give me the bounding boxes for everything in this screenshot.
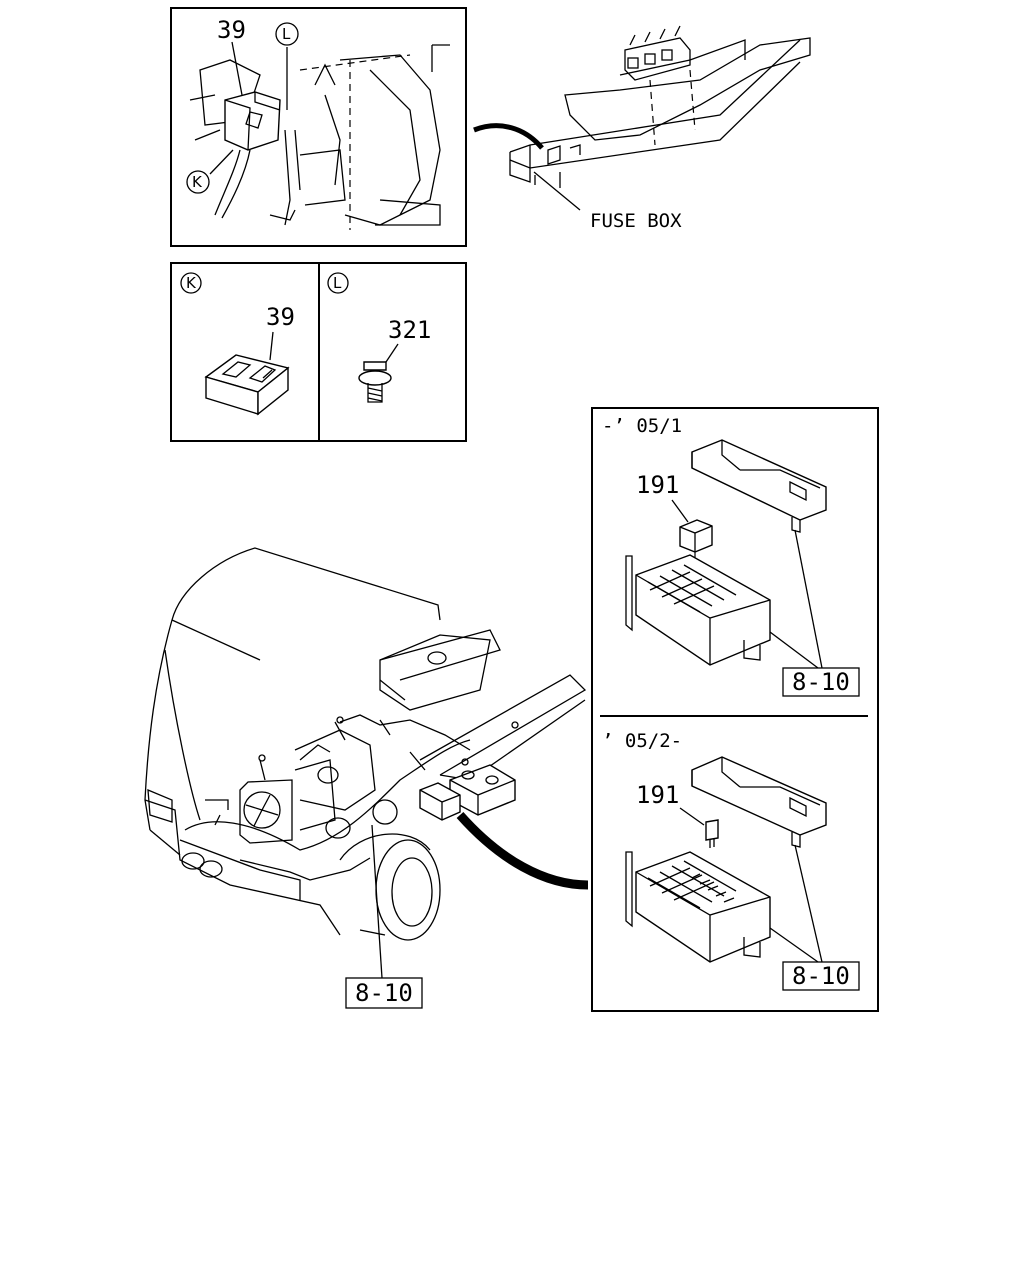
callout-circle-k bbox=[186, 170, 210, 194]
callout-circle-l bbox=[275, 22, 299, 46]
ref-lower-8-10: 8-10 bbox=[792, 962, 850, 990]
pointer-arrow-top bbox=[473, 123, 544, 150]
variant-upper-range: -’ 05/1 bbox=[602, 415, 682, 437]
panel-letter-l: L bbox=[333, 274, 342, 292]
panel-circle-k bbox=[180, 272, 202, 294]
variant-upper-part-191: 191 bbox=[636, 471, 679, 499]
main-ref-box bbox=[345, 977, 423, 1009]
pointer-arrow-bottom bbox=[456, 812, 589, 890]
ref-upper-8-10: 8-10 bbox=[792, 668, 850, 696]
detail-panel-top: 39 L K bbox=[170, 7, 467, 247]
panel-circle-l bbox=[327, 272, 349, 294]
truck-illustration bbox=[144, 547, 587, 979]
part-number-39-detail: 39 bbox=[266, 303, 295, 331]
variant-lower-range: ’ 05/2- bbox=[602, 730, 682, 752]
main-ref-8-10: 8-10 bbox=[355, 979, 413, 1007]
detail-panels-k-l: K 39 L 321 bbox=[170, 262, 467, 442]
variant-panel: -’ 05/1 191 8-10 ’ 05/2- 191 bbox=[591, 407, 879, 1012]
fuse-box-label: FUSE BOX bbox=[590, 210, 682, 232]
callout-letter-l: L bbox=[282, 25, 291, 43]
fuse-box-frame-illustration: FUSE BOX bbox=[509, 25, 811, 232]
part-number-39: 39 bbox=[217, 16, 246, 44]
panel-letter-k: K bbox=[186, 274, 197, 292]
part-number-321: 321 bbox=[388, 316, 431, 344]
callout-letter-k: K bbox=[192, 173, 203, 191]
variant-lower-part-191: 191 bbox=[636, 781, 679, 809]
